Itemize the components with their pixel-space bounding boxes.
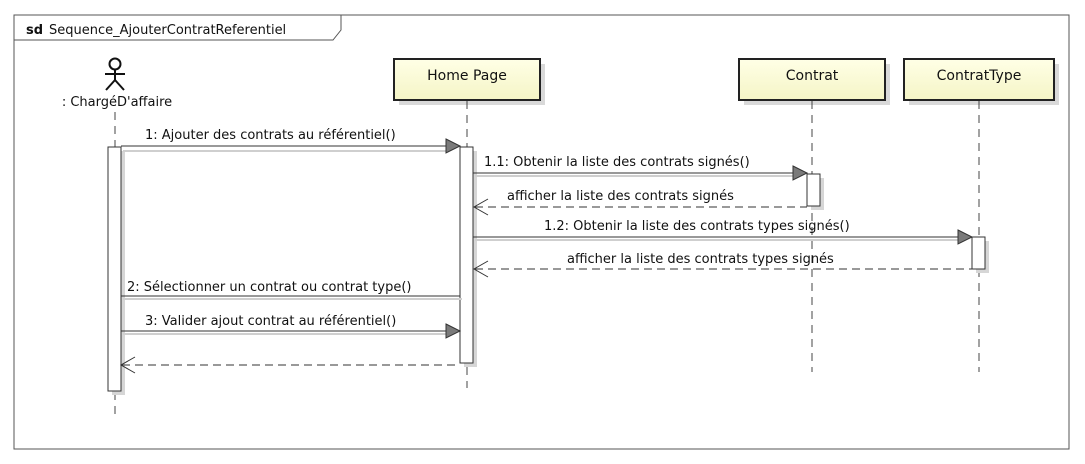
message-2-label: 2: Sélectionner un contrat ou contrat ty… (127, 280, 411, 295)
lifeline-home-page[interactable]: Home Page (393, 58, 545, 105)
message-1-1-label: 1.1: Obtenir la liste des contrats signé… (484, 155, 750, 170)
actor-chargedaffaire[interactable]: : ChargéD'affaire (62, 57, 172, 111)
stick-figure-icon (105, 57, 125, 91)
message-1-label: 1: Ajouter des contrats au référentiel() (145, 128, 396, 143)
return-1-1-label: afficher la liste des contrats signés (507, 189, 734, 204)
lifeline-contrattype-label: ContratType (937, 68, 1022, 84)
return-1-2[interactable]: afficher la liste des contrats types sig… (472, 252, 972, 278)
message-3-label: 3: Valider ajout contrat au référentiel(… (145, 314, 396, 329)
activation-bars (107, 146, 989, 395)
return-1-2-label: afficher la liste des contrats types sig… (567, 252, 834, 267)
lifeline-contrat[interactable]: Contrat (738, 58, 890, 105)
message-1-2-label: 1.2: Obtenir la liste des contrats types… (544, 219, 850, 234)
message-1-2[interactable]: 1.2: Obtenir la liste des contrats types… (473, 219, 974, 245)
lifeline-home-page-label: Home Page (427, 68, 507, 84)
message-2[interactable]: 2: Sélectionner un contrat ou contrat ty… (121, 280, 462, 300)
lifeline-contrattype[interactable]: ContratType (903, 58, 1059, 105)
message-1[interactable]: 1: Ajouter des contrats au référentiel() (121, 128, 462, 154)
return-3[interactable] (119, 356, 460, 374)
return-1-1[interactable]: afficher la liste des contrats signés (472, 189, 807, 216)
frame-keyword: sd (26, 23, 43, 38)
message-1-1[interactable]: 1.1: Obtenir la liste des contrats signé… (473, 155, 809, 181)
lifeline-contrat-label: Contrat (786, 68, 839, 84)
frame-title: Sequence_AjouterContratReferentiel (49, 23, 286, 38)
actor-label: : ChargéD'affaire (62, 95, 172, 110)
message-3[interactable]: 3: Valider ajout contrat au référentiel(… (121, 314, 462, 339)
